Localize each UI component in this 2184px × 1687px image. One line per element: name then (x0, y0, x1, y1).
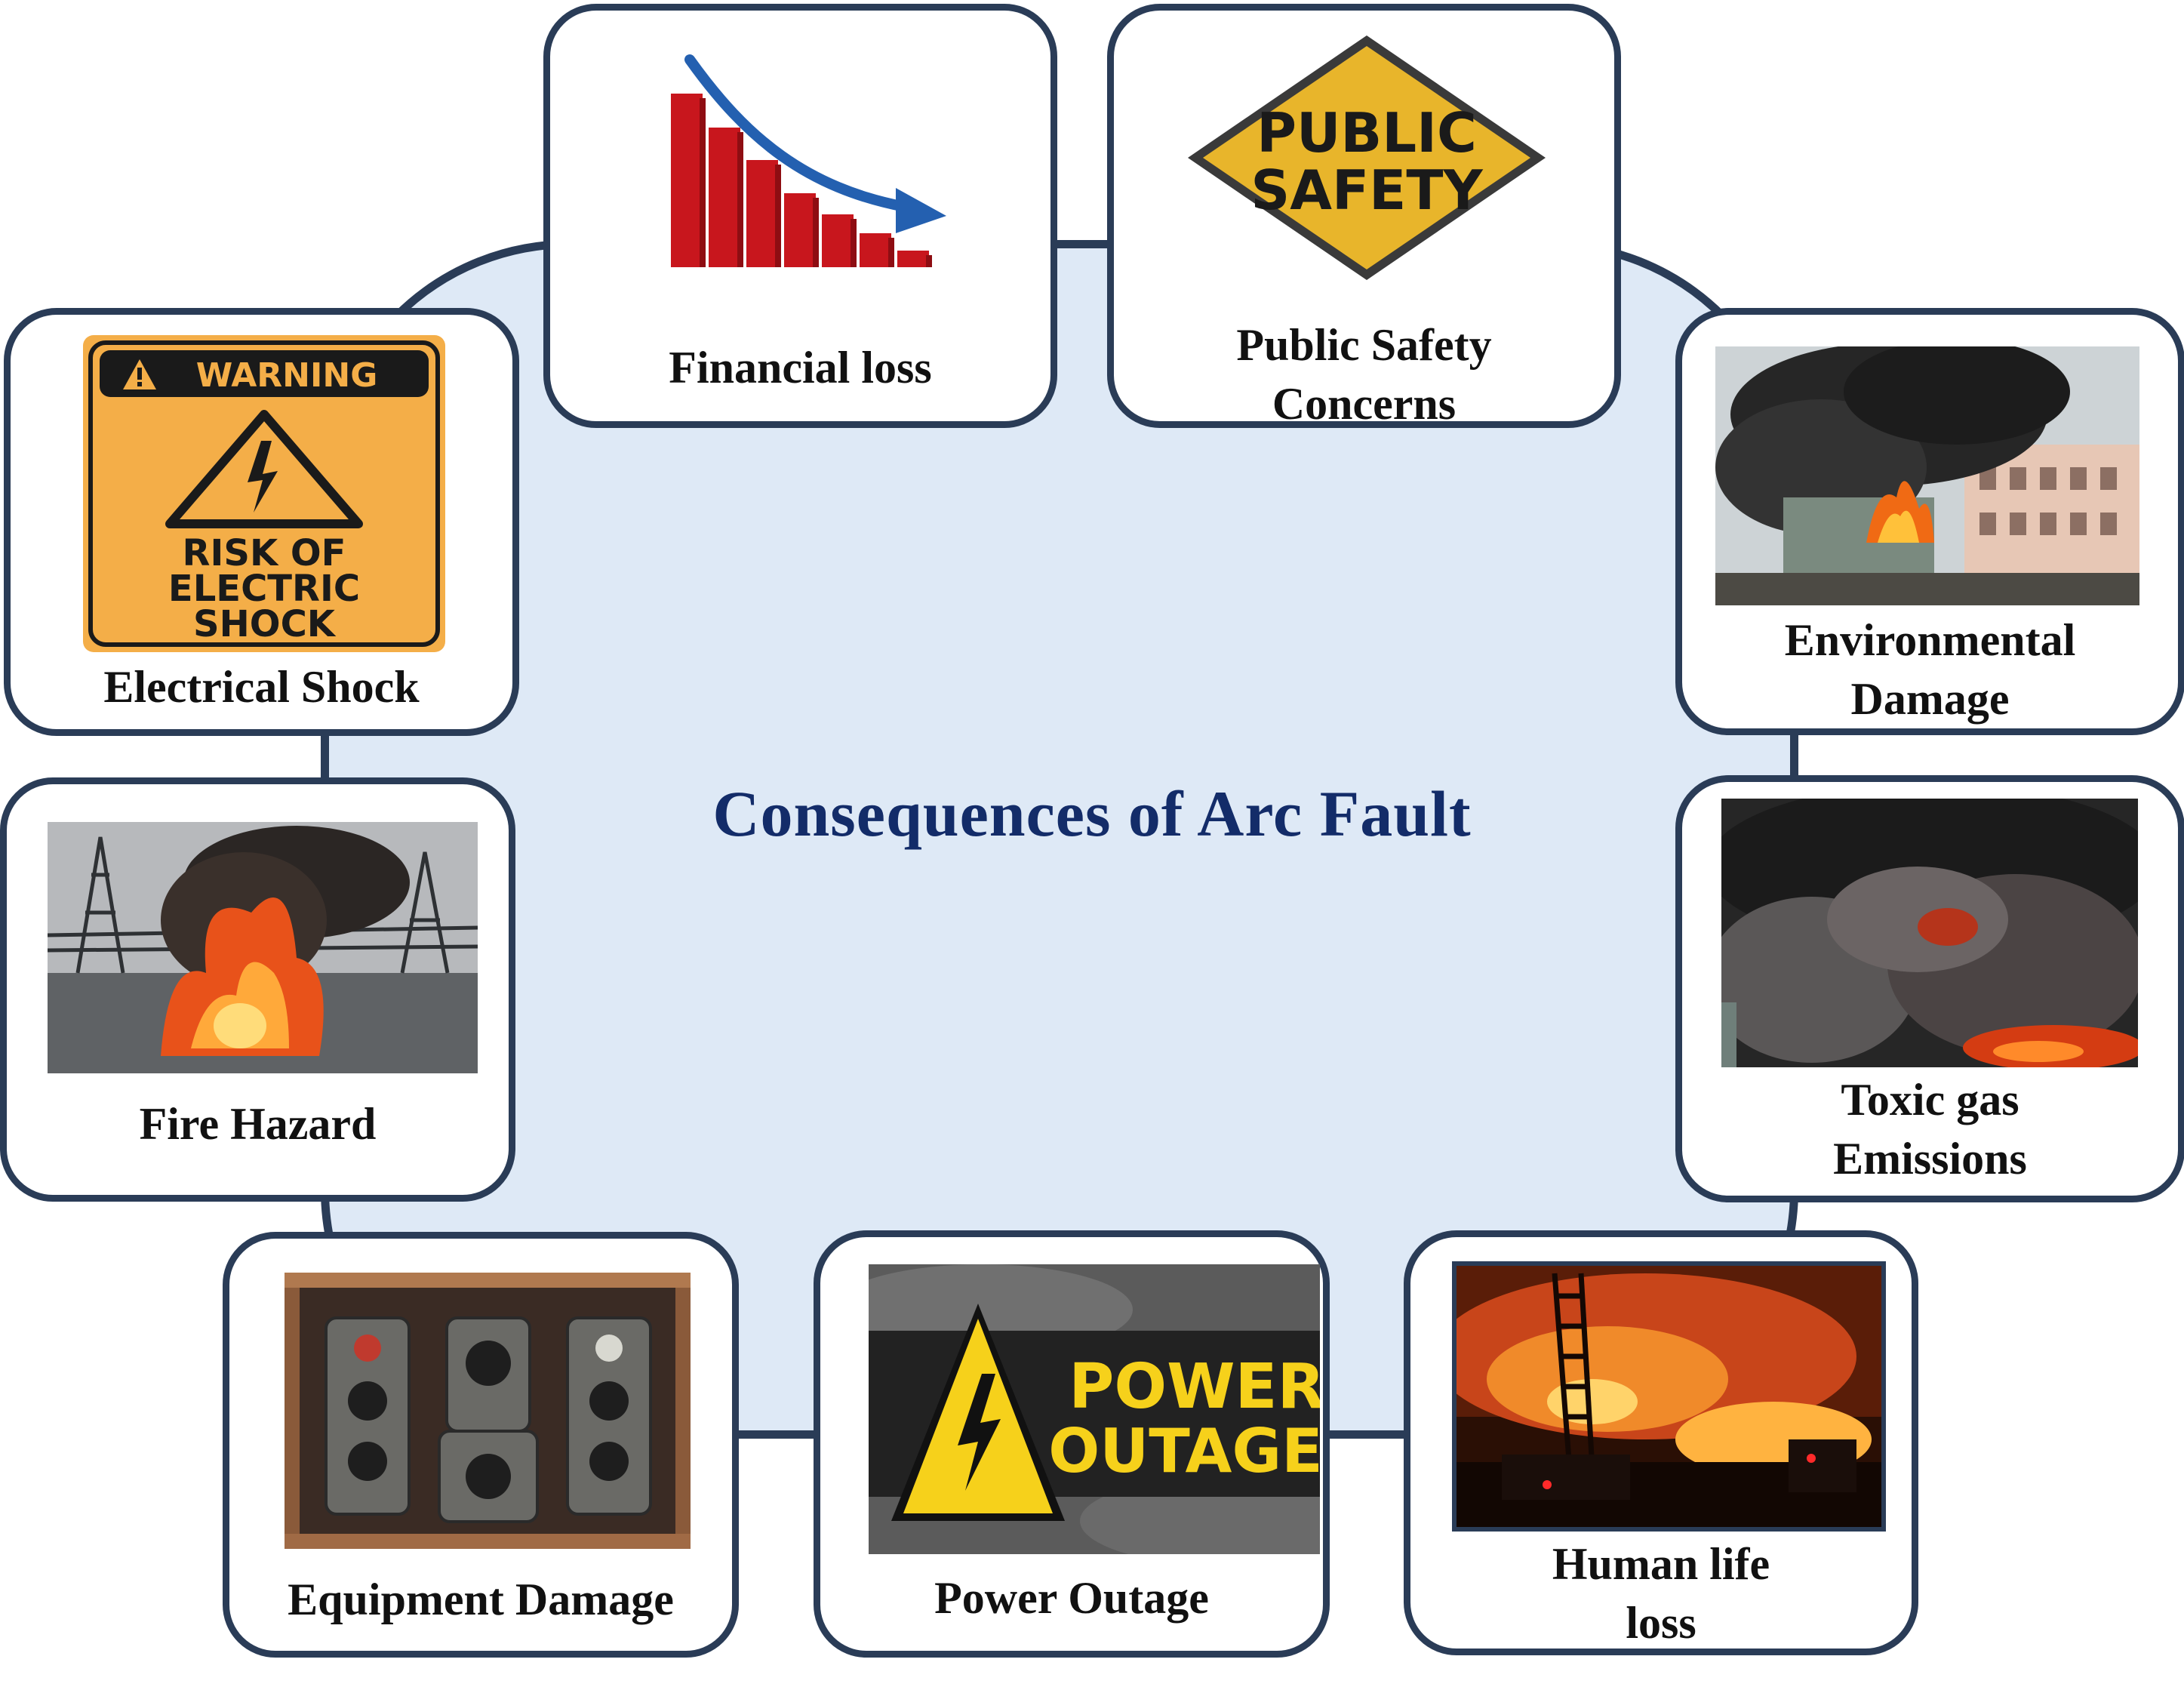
label-public-safety-line2: Concerns (1272, 379, 1457, 429)
label-toxic-gas-line1: Toxic gas (1841, 1075, 2019, 1125)
label-fire-hazard: Fire Hazard (139, 1099, 377, 1149)
sign-text-risk-of: RISK OF (183, 532, 346, 574)
card-fire-hazard: Fire Hazard (0, 777, 515, 1202)
card-toxic-gas: Toxic gas Emissions (1675, 775, 2184, 1202)
card-equipment-damage: Equipment Damage (223, 1232, 739, 1658)
label-toxic-gas-line2: Emissions (1833, 1134, 2027, 1184)
card-financial-loss: Financial loss (543, 4, 1057, 428)
night-fire-photo (1452, 1261, 1886, 1532)
sign-text-warning: WARNING (196, 356, 378, 395)
label-environmental-line2: Damage (1850, 674, 2010, 724)
sign-text-electric: ELECTRIC (168, 568, 360, 610)
label-electrical-shock: Electrical Shock (103, 662, 420, 712)
card-environmental-damage: Environmental Damage (1675, 308, 2184, 735)
sign-text-public: PUBLIC (1257, 101, 1477, 165)
label-financial-loss: Financial loss (669, 343, 932, 393)
card-public-safety: PUBLIC SAFETY Public Safety Concerns (1107, 4, 1621, 429)
sign-text-power: POWER (1069, 1351, 1320, 1423)
sign-text-outage: OUTAGE (1048, 1416, 1320, 1486)
black-smoke-photo (1721, 799, 2138, 1067)
label-public-safety-line1: Public Safety (1236, 320, 1492, 370)
label-environmental-line1: Environmental (1784, 615, 2076, 665)
sign-text-safety: SAFETY (1250, 159, 1483, 222)
card-human-life-loss: Human life loss (1404, 1230, 1918, 1655)
falling-bar-chart-icon (656, 48, 958, 297)
power-outage-sign-icon: POWER OUTAGE (869, 1264, 1320, 1554)
sign-text-shock: SHOCK (193, 603, 337, 645)
label-human-life-line2: loss (1626, 1598, 1696, 1648)
public-safety-sign-icon: PUBLIC SAFETY (1182, 29, 1552, 286)
card-electrical-shock: WARNING RISK OF ELECTRIC SHOCK Electrica… (4, 308, 519, 736)
label-power-outage: Power Outage (934, 1573, 1209, 1623)
label-human-life-line1: Human life (1552, 1539, 1770, 1589)
label-equipment-damage: Equipment Damage (288, 1575, 674, 1624)
card-power-outage: POWER OUTAGE Power Outage (814, 1230, 1330, 1658)
burning-building-photo (1715, 346, 2139, 605)
diagram-title: Consequences of Arc Fault (712, 777, 1472, 850)
burnt-switchgear-photo (285, 1273, 691, 1549)
warning-sign-icon: WARNING RISK OF ELECTRIC SHOCK (83, 335, 445, 652)
substation-fire-photo (48, 822, 478, 1073)
